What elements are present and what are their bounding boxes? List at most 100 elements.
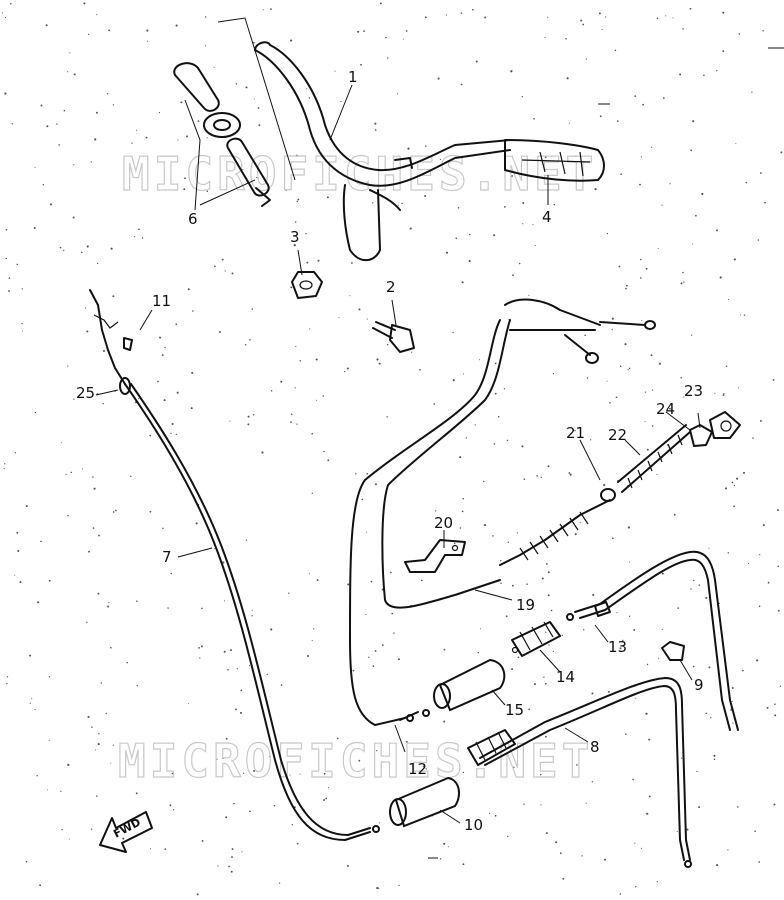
left-grip-part[interactable] xyxy=(173,62,271,207)
speckle-dot xyxy=(619,893,622,895)
speckle-dot xyxy=(73,164,75,166)
speckle-dot xyxy=(591,692,594,695)
speckle-dot xyxy=(690,149,693,152)
speckle-dot xyxy=(555,841,558,844)
bracket-part[interactable] xyxy=(404,539,466,573)
speckle-dot xyxy=(759,554,761,556)
connector-14-part[interactable] xyxy=(511,621,561,657)
speckle-dot xyxy=(16,263,19,266)
speckle-dot xyxy=(443,842,446,845)
speckle-dot xyxy=(484,16,487,19)
speckle-dot xyxy=(459,456,462,459)
speckle-dot xyxy=(170,572,172,575)
bolt-part[interactable] xyxy=(372,321,415,353)
speckle-dot xyxy=(545,735,547,738)
speckle-dot xyxy=(106,93,109,95)
speckle-dot xyxy=(424,194,427,198)
speckle-dot xyxy=(731,687,734,689)
speckle-dot xyxy=(309,328,311,330)
speckle-dot xyxy=(72,216,75,219)
speckle-dot xyxy=(599,115,602,118)
speckle-dot xyxy=(510,70,513,72)
speckle-dot xyxy=(507,541,510,544)
speckle-dot xyxy=(619,365,622,367)
cable-8-part[interactable] xyxy=(467,677,692,868)
speckle-dot xyxy=(521,96,523,98)
callout-22: 22 xyxy=(608,426,627,444)
cable-13-part[interactable] xyxy=(566,550,739,731)
speckle-dot xyxy=(627,526,630,529)
speckle-dot xyxy=(391,612,394,615)
speckle-dot xyxy=(735,142,737,144)
speckle-dot xyxy=(522,223,524,225)
speckle-dot xyxy=(86,330,89,333)
speckle-dot xyxy=(592,593,595,596)
callout-15: 15 xyxy=(505,701,524,719)
speckle-dot xyxy=(628,615,631,617)
speckle-dot xyxy=(547,16,549,18)
speckle-dot xyxy=(358,308,361,311)
speckle-dot xyxy=(606,232,609,235)
speckle-dot xyxy=(197,120,200,122)
speckle-dot xyxy=(703,74,705,77)
speckle-dot xyxy=(644,421,646,423)
speckle-dot xyxy=(122,837,125,840)
nut-9-part[interactable] xyxy=(661,641,685,661)
speckle-dot xyxy=(390,571,392,574)
speckle-dot xyxy=(146,29,149,32)
speckle-dot xyxy=(727,849,729,851)
speckle-dot xyxy=(47,789,49,791)
speckle-dot xyxy=(676,831,678,833)
speckle-dot xyxy=(714,392,716,394)
right-grip-part[interactable] xyxy=(504,139,605,182)
speckle-dot xyxy=(58,144,60,146)
adjuster-hardware-part[interactable] xyxy=(499,411,741,566)
speckle-dot xyxy=(547,571,550,574)
throttle-cable-part[interactable] xyxy=(89,289,380,841)
speckle-dot xyxy=(361,498,364,501)
speckle-dot xyxy=(222,758,224,760)
nut-part[interactable] xyxy=(291,271,323,299)
speckle-dot xyxy=(722,11,725,14)
speckle-dot xyxy=(483,480,485,483)
sleeve-15-part[interactable] xyxy=(433,658,506,712)
speckle-dot xyxy=(257,107,260,109)
speckle-dot xyxy=(547,465,550,468)
speckle-dot xyxy=(322,395,324,397)
callout-12: 12 xyxy=(408,760,427,778)
speckle-dot xyxy=(374,129,377,131)
speckle-dot xyxy=(138,228,140,231)
speckle-dot xyxy=(87,715,90,718)
speckle-dot xyxy=(290,39,293,42)
speckle-dot xyxy=(311,639,313,642)
speckle-dot xyxy=(280,684,283,686)
speckle-dot xyxy=(616,612,618,614)
callout-14: 14 xyxy=(556,668,575,686)
speckle-dot xyxy=(355,473,357,475)
speckle-dot xyxy=(73,398,75,400)
speckle-dot xyxy=(73,73,76,76)
watermark-bottom: MICROFICHES.NET xyxy=(118,734,593,788)
speckle-dot xyxy=(110,762,112,764)
speckle-dot xyxy=(223,650,226,653)
long-cable-part[interactable] xyxy=(349,298,656,726)
speckle-dot xyxy=(439,158,442,161)
speckle-dot xyxy=(661,204,663,206)
speckle-dot xyxy=(280,380,283,383)
fitting-12-part[interactable] xyxy=(399,711,419,721)
speckle-dot xyxy=(385,36,387,39)
speckle-dot xyxy=(199,657,201,659)
speckle-dot xyxy=(411,351,413,353)
speckle-dot xyxy=(565,38,567,40)
speckle-dot xyxy=(605,16,607,18)
speckle-dot xyxy=(96,262,99,265)
sleeve-10-part[interactable] xyxy=(389,776,461,828)
handlebar-part[interactable] xyxy=(254,41,511,262)
speckle-dot xyxy=(316,579,319,582)
speckle-dot xyxy=(648,795,651,798)
speckle-dot xyxy=(679,73,682,76)
speckle-dot xyxy=(620,173,623,176)
callout-8: 8 xyxy=(590,738,600,756)
speckle-dot xyxy=(377,887,380,889)
speckle-dot xyxy=(294,387,296,389)
